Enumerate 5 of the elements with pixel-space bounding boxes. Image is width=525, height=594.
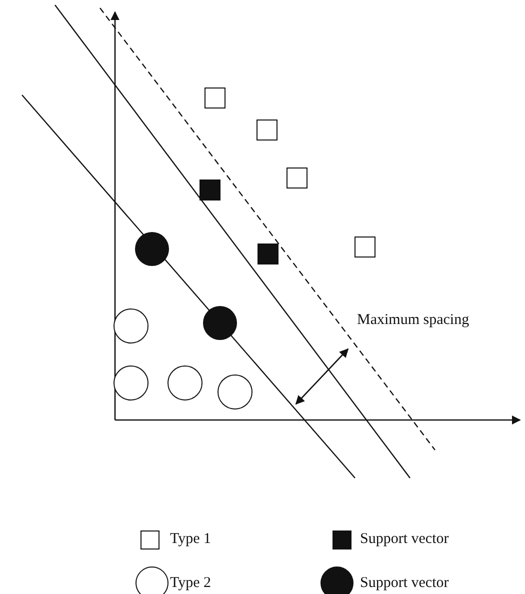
legend-label: Support vector: [360, 530, 449, 548]
legend-label: Type 1: [170, 530, 212, 548]
dimension-label: Maximum spacing: [357, 311, 470, 329]
legend-label: Support vector: [360, 574, 449, 592]
legend-label: Type 2: [170, 574, 212, 592]
